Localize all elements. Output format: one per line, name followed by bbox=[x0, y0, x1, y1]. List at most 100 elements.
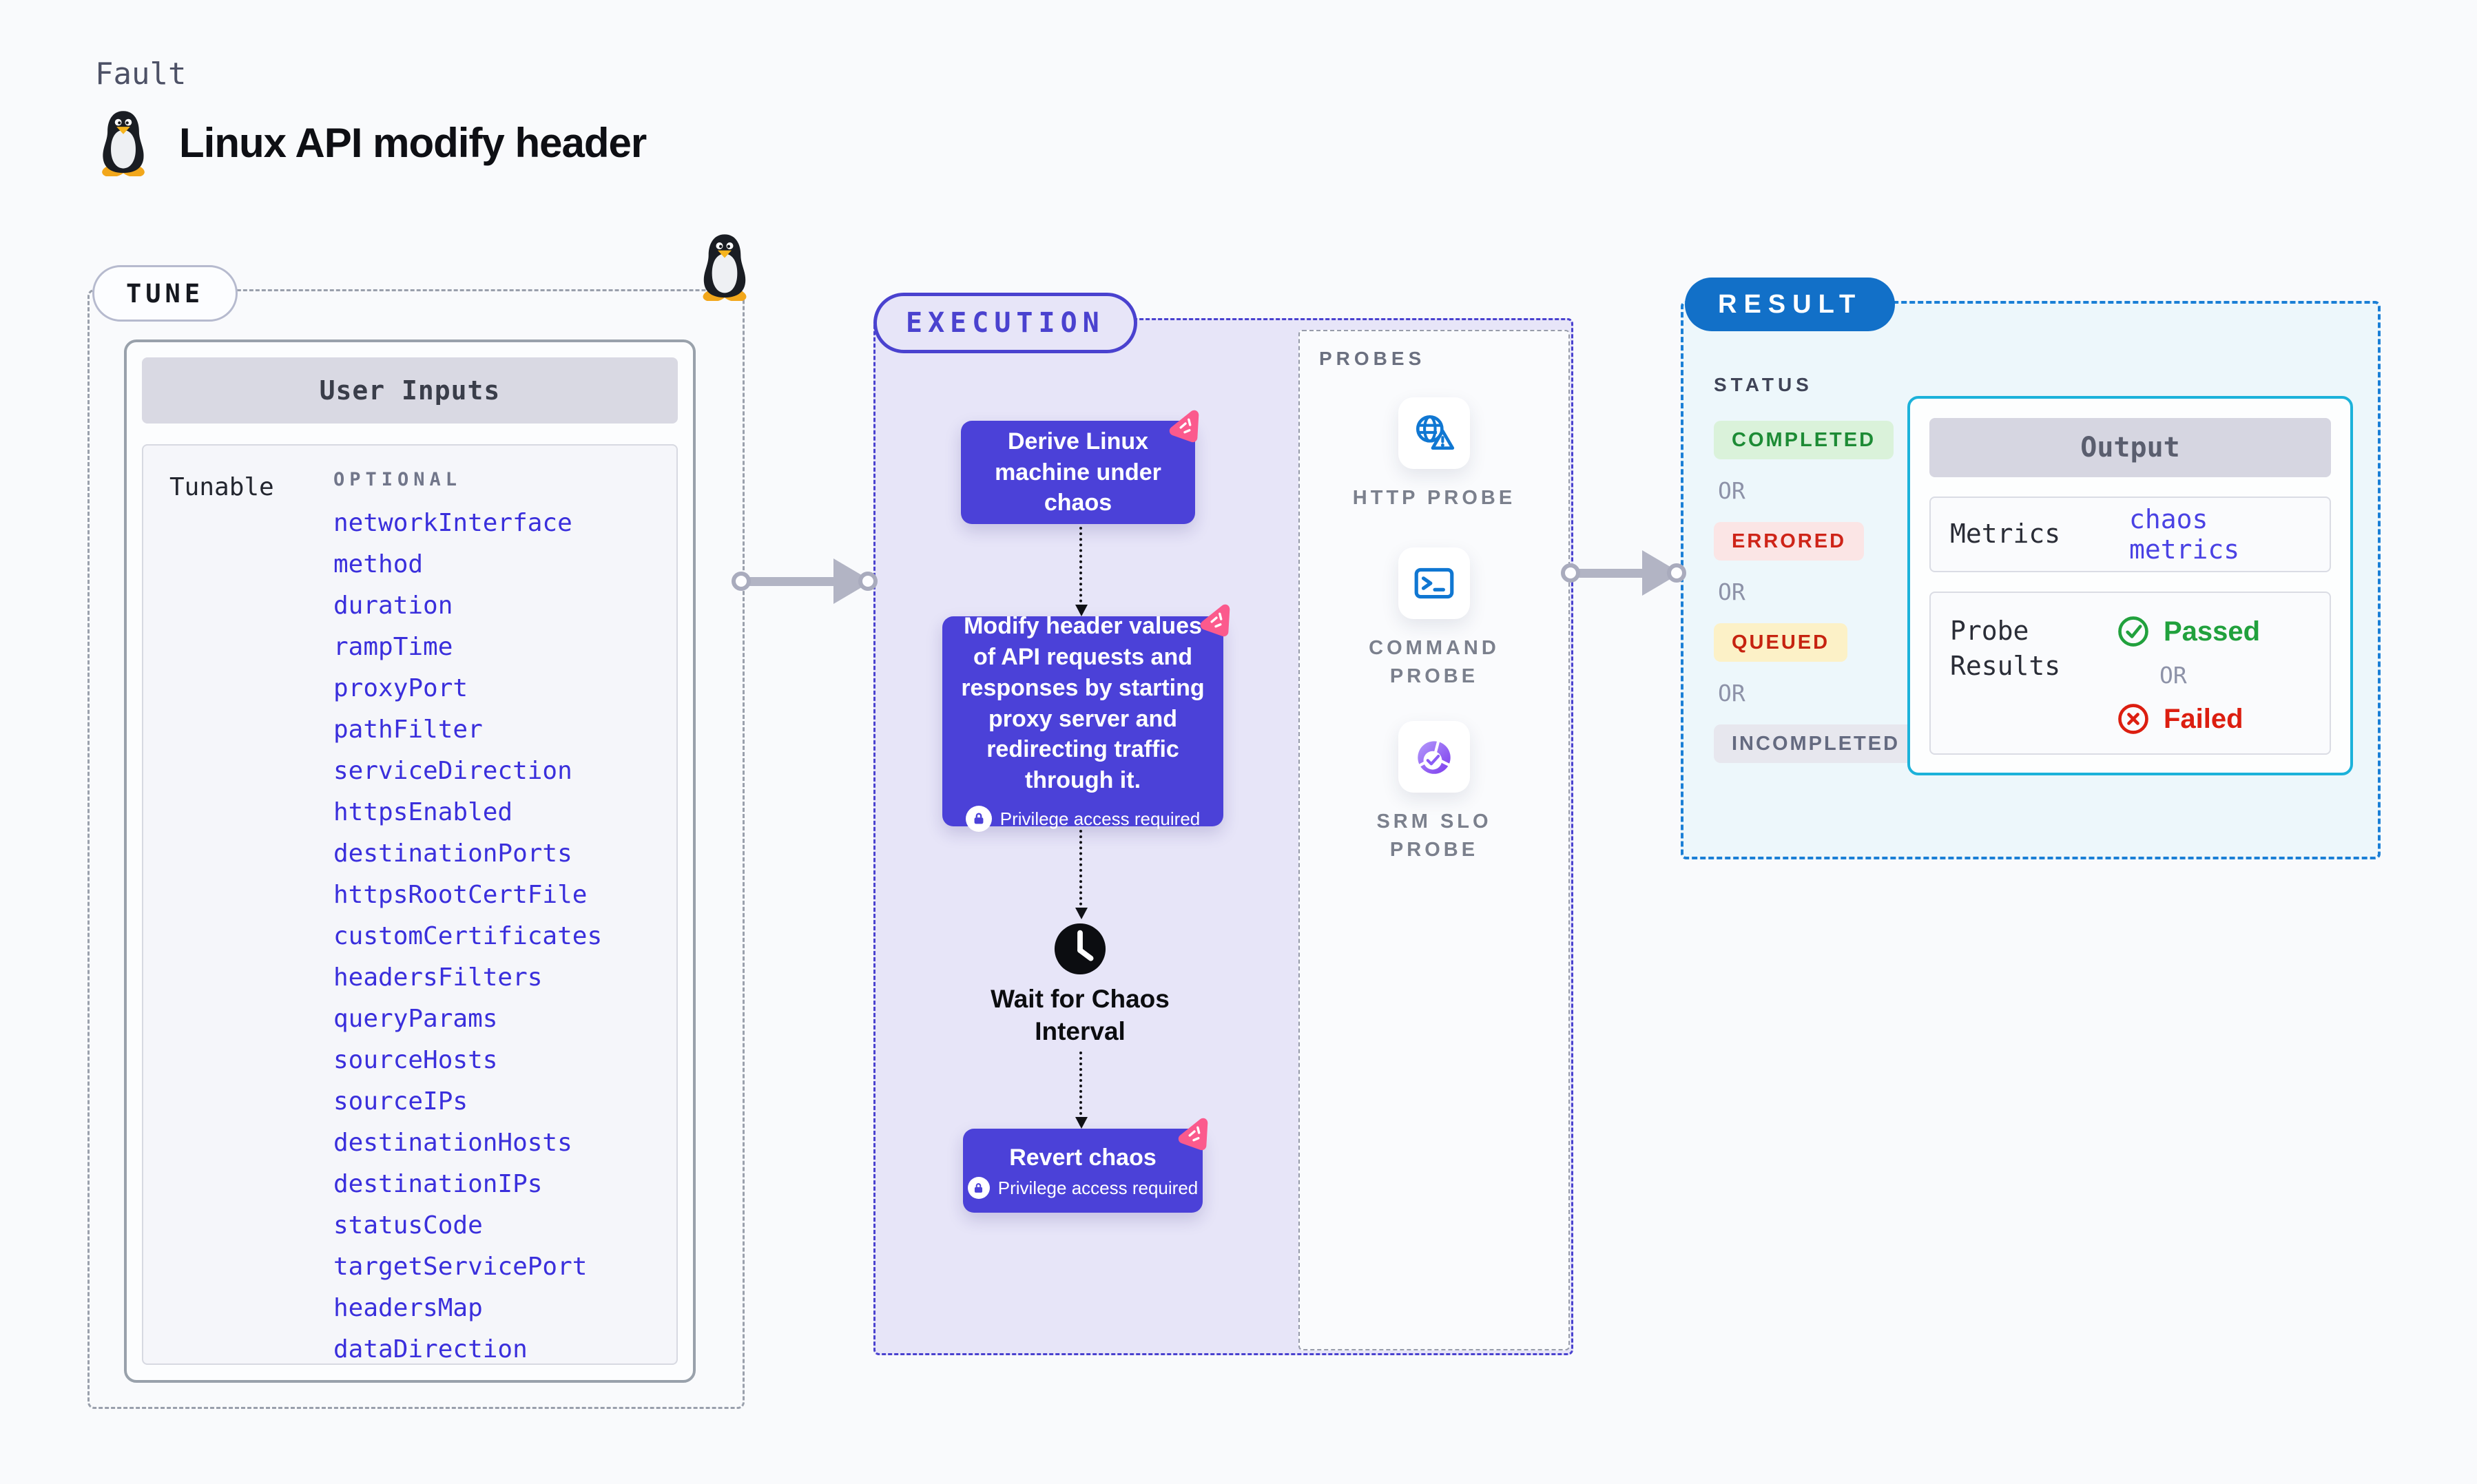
probe-results-row: Probe Results Passed OR bbox=[1929, 592, 2331, 755]
tux-penguin-icon bbox=[101, 111, 146, 176]
revert-chaos-step: Revert chaos Privilege access required bbox=[963, 1129, 1203, 1213]
fault-kicker: Fault bbox=[95, 56, 187, 92]
tunable-item[interactable]: statusCode bbox=[333, 1211, 483, 1240]
metrics-label: Metrics bbox=[1950, 519, 2061, 550]
wait-interval-label: Wait for Chaos Interval bbox=[991, 985, 1170, 1046]
privilege-badge: Privilege access required bbox=[967, 1177, 1199, 1200]
failed-label: Failed bbox=[2164, 703, 2243, 734]
srm-slo-probe-label: SRM SLO PROBE bbox=[1376, 811, 1492, 861]
tunable-item[interactable]: dataDirection bbox=[333, 1335, 528, 1363]
clock-icon bbox=[1054, 923, 1106, 975]
tune-section: TUNE User Inputs Tunable OPTIONAL networ… bbox=[87, 234, 747, 1409]
user-inputs-title: User Inputs bbox=[142, 357, 678, 424]
probes-to-result-arrow bbox=[1561, 547, 1686, 599]
passed-label: Passed bbox=[2164, 616, 2261, 647]
tunable-item[interactable]: httpsRootCertFile bbox=[333, 881, 588, 909]
tunable-item[interactable]: targetServicePort bbox=[333, 1253, 588, 1281]
chaos-logo-icon bbox=[1165, 406, 1205, 446]
probes-label: PROBES bbox=[1319, 348, 1426, 369]
arrow-end-dot bbox=[1667, 563, 1686, 583]
modify-header-step: Modify header values of API requests and… bbox=[942, 616, 1223, 833]
tunable-item[interactable]: method bbox=[333, 550, 424, 578]
privilege-badge: Privilege access required bbox=[965, 806, 1201, 833]
tunable-item[interactable]: rampTime bbox=[333, 633, 453, 661]
modify-step-text: Modify header values of API requests and… bbox=[961, 612, 1205, 794]
probe-results-label: Probe Results bbox=[1950, 616, 2061, 682]
srm-slo-probe: SRM SLO PROBE bbox=[1338, 721, 1531, 864]
command-probe-label: COMMAND PROBE bbox=[1369, 637, 1500, 687]
connector-modify-wait bbox=[1075, 830, 1088, 919]
tunable-item[interactable]: headersMap bbox=[333, 1294, 483, 1322]
derive-machine-step: Derive Linux machine under chaos bbox=[961, 421, 1195, 524]
privilege-text: Privilege access required bbox=[997, 1177, 1199, 1198]
tunable-item[interactable]: headersFilters bbox=[333, 963, 543, 992]
tunable-item[interactable]: customCertificates bbox=[333, 922, 603, 950]
probes-panel: PROBES HTTP PROBE bbox=[1298, 330, 1570, 1350]
tunables-panel: Tunable OPTIONAL networkInterface method… bbox=[142, 444, 678, 1365]
tunable-item[interactable]: destinationPorts bbox=[333, 839, 572, 868]
arrow-line bbox=[1579, 568, 1644, 578]
arrow-end-dot bbox=[858, 572, 878, 591]
x-circle-icon bbox=[2118, 704, 2148, 734]
tunable-item[interactable]: serviceDirection bbox=[333, 757, 572, 785]
arrow-start-dot bbox=[1561, 563, 1580, 583]
http-probe-label: HTTP PROBE bbox=[1352, 487, 1516, 509]
chaos-metrics-link[interactable]: chaos metrics bbox=[2129, 504, 2240, 565]
status-header: STATUS bbox=[1714, 374, 1813, 395]
connector-wait-revert bbox=[1075, 1052, 1088, 1129]
revert-step-text: Revert chaos bbox=[1009, 1144, 1157, 1171]
status-badge-queued: QUEUED bbox=[1714, 623, 1848, 662]
result-pill: RESULT bbox=[1685, 278, 1896, 331]
tunable-item[interactable]: destinationHosts bbox=[333, 1129, 572, 1157]
status-badge-completed: COMPLETED bbox=[1714, 421, 1894, 459]
tunable-item[interactable]: queryParams bbox=[333, 1005, 498, 1033]
passed-row: Passed bbox=[2115, 614, 2260, 649]
result-section: RESULT STATUS COMPLETED OR ERRORED OR QU… bbox=[1681, 278, 2381, 859]
page-header: Linux API modify header bbox=[95, 109, 647, 176]
http-probe: HTTP PROBE bbox=[1338, 397, 1531, 512]
or-separator: OR bbox=[1718, 477, 1745, 504]
lock-icon bbox=[967, 1177, 990, 1200]
privilege-text: Privilege access required bbox=[999, 808, 1201, 829]
tunable-item[interactable]: sourceIPs bbox=[333, 1087, 468, 1116]
status-column: STATUS COMPLETED OR ERRORED OR QUEUED OR… bbox=[1714, 374, 1918, 763]
arrow-line bbox=[749, 576, 835, 586]
chaos-logo-icon bbox=[1174, 1114, 1214, 1153]
arrow-start-dot bbox=[732, 572, 751, 591]
globe-warning-icon bbox=[1398, 397, 1470, 469]
execution-pill: EXECUTION bbox=[873, 293, 1137, 353]
lock-icon bbox=[965, 806, 992, 833]
failed-row: Failed bbox=[2115, 701, 2260, 737]
tunable-item[interactable]: httpsEnabled bbox=[333, 798, 513, 826]
tunable-item[interactable]: destinationIPs bbox=[333, 1170, 543, 1198]
tunable-item[interactable]: pathFilter bbox=[333, 715, 483, 744]
status-badge-errored: ERRORED bbox=[1714, 522, 1865, 561]
tunable-item[interactable]: sourceHosts bbox=[333, 1046, 498, 1074]
tunable-item[interactable]: networkInterface bbox=[333, 509, 572, 537]
tunables-column: OPTIONAL networkInterface method duratio… bbox=[333, 469, 602, 1365]
command-probe: COMMAND PROBE bbox=[1338, 547, 1531, 690]
output-card: Output Metrics chaos metrics Probe Resul… bbox=[1907, 396, 2353, 775]
or-separator: OR bbox=[1718, 680, 1745, 707]
check-circle-icon bbox=[2118, 616, 2148, 647]
chaos-logo-icon bbox=[1196, 600, 1236, 640]
or-separator: OR bbox=[1718, 578, 1745, 605]
metrics-row: Metrics chaos metrics bbox=[1929, 497, 2331, 572]
tune-to-execution-arrow bbox=[732, 555, 878, 607]
tux-penguin-icon-small bbox=[702, 234, 747, 301]
tune-pill: TUNE bbox=[92, 265, 238, 322]
status-badge-incompleted: INCOMPLETED bbox=[1714, 724, 1918, 763]
probe-results-values: Passed OR Failed bbox=[2115, 614, 2260, 734]
user-inputs-card: User Inputs Tunable OPTIONAL networkInte… bbox=[124, 339, 696, 1383]
or-separator: OR bbox=[2159, 662, 2187, 689]
terminal-icon bbox=[1398, 547, 1470, 619]
tunable-row-label: Tunable bbox=[169, 473, 274, 501]
tunables-list: networkInterface method duration rampTim… bbox=[333, 508, 602, 1365]
optional-header: OPTIONAL bbox=[333, 469, 462, 490]
tunable-item[interactable]: proxyPort bbox=[333, 674, 468, 702]
output-title: Output bbox=[1929, 418, 2331, 477]
tunable-item[interactable]: duration bbox=[333, 592, 453, 620]
derive-step-text: Derive Linux machine under chaos bbox=[995, 428, 1161, 516]
slo-donut-icon bbox=[1398, 721, 1470, 793]
